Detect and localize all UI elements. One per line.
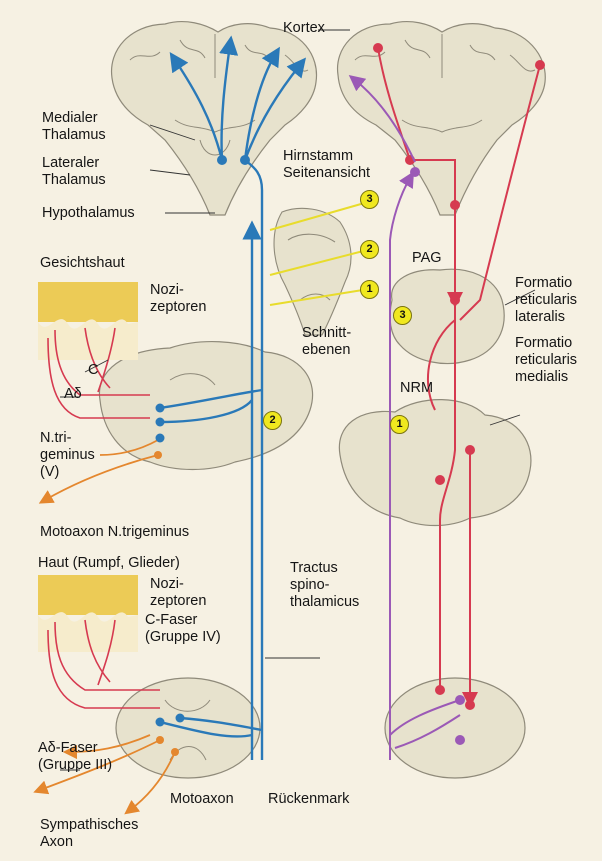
- label-kortex: Kortex: [283, 20, 325, 37]
- label-c-faser: C-Faser (Gruppe IV): [145, 612, 221, 646]
- label-hypothalamus: Hypothalamus: [42, 205, 135, 222]
- label-haut: Haut (Rumpf, Glieder): [38, 555, 180, 572]
- label-nozizeptoren-face: Nozi- zeptoren: [150, 282, 206, 316]
- label-tractus: Tractus spino- thalamicus: [290, 560, 359, 611]
- marker-3-midbrain: 3: [393, 306, 412, 325]
- label-formatio-lateralis: Formatio reticularis lateralis: [515, 275, 577, 326]
- right-spinal-cord: [385, 678, 525, 778]
- marker-3-brainstem: 3: [360, 190, 379, 209]
- marker-1-brainstem: 1: [360, 280, 379, 299]
- label-a-delta: Aδ: [64, 386, 82, 403]
- marker-1-medulla: 1: [390, 415, 409, 434]
- label-nrm: NRM: [400, 380, 433, 397]
- label-formatio-medialis: Formatio reticularis medialis: [515, 335, 577, 386]
- label-nozizeptoren-body: Nozi- zeptoren: [150, 576, 206, 610]
- right-medulla-section: [339, 400, 531, 526]
- label-sympathisches-axon: Sympathisches Axon: [40, 817, 138, 851]
- label-medialer-thalamus: Medialer Thalamus: [42, 110, 106, 144]
- label-schnittebenen: Schnitt- ebenen: [302, 325, 351, 359]
- label-n-trigeminus: N.tri- geminus (V): [40, 430, 95, 481]
- marker-2-brainstem: 2: [360, 240, 379, 259]
- left-brain-section: [112, 22, 317, 215]
- label-c: C: [88, 362, 98, 379]
- label-hirnstamm: Hirnstamm Seitenansicht: [283, 148, 370, 182]
- label-motoaxon: Motoaxon: [170, 791, 234, 808]
- marker-2-pons: 2: [263, 411, 282, 430]
- right-brain-section: [338, 22, 546, 215]
- label-pag: PAG: [412, 250, 442, 267]
- face-skin-block: [38, 282, 138, 360]
- label-rueckenmark: Rückenmark: [268, 791, 349, 808]
- label-lateraler-thalamus: Lateraler Thalamus: [42, 155, 106, 189]
- label-gesichtshaut: Gesichtshaut: [40, 255, 125, 272]
- label-a-delta-faser: Aδ-Faser (Gruppe III): [38, 740, 112, 774]
- label-motoaxon-trigeminus: Motoaxon N.trigeminus: [40, 524, 189, 541]
